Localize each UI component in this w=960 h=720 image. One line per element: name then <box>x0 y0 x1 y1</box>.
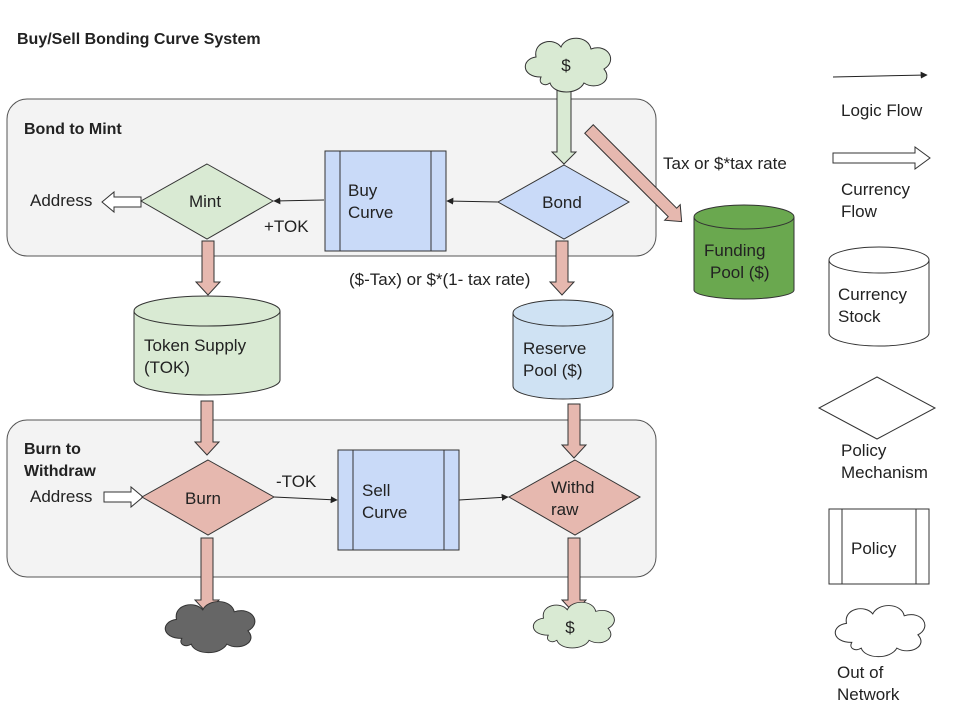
bond-policy-mechanism <box>496 164 631 240</box>
funding-pool-stock <box>693 204 795 300</box>
legend-logic-flow-arrow <box>832 71 928 79</box>
sell-curve-label: Sell Curve <box>362 481 407 522</box>
minus-tok-label: -TOK <box>276 472 317 491</box>
dollar-source-label: $ <box>561 56 571 75</box>
legend-policy-mechanism-label: Policy Mechanism <box>841 441 928 482</box>
burned-out-cloud <box>164 601 256 654</box>
currency-flow-arrow-address-to-burn <box>103 485 144 509</box>
plus-tok-label: +TOK <box>264 217 309 236</box>
burn-to-withdraw-label: Burn to Withdraw <box>24 441 96 480</box>
address-bottom-label: Address <box>30 487 92 506</box>
mint-label: Mint <box>189 192 221 211</box>
reserve-pool-stock <box>512 299 614 400</box>
logic-arrow-bond-to-buy-curve <box>446 197 499 205</box>
mint-policy-mechanism <box>139 163 275 240</box>
legend-out-of-network-label: Out of Network <box>837 663 900 704</box>
tax-label: Tax or $*tax rate <box>663 154 787 173</box>
legend-currency-stock-label: Currency Stock <box>838 285 912 326</box>
currency-flow-arrow-mint-to-address <box>101 190 142 214</box>
diagram-title: Buy/Sell Bonding Curve System <box>17 31 261 48</box>
address-top-label: Address <box>30 191 92 210</box>
bond-to-mint-label: Bond to Mint <box>24 121 122 138</box>
legend: Logic Flow Currency Flow Currency Stock … <box>817 71 937 704</box>
currency-flow-arrow-mint-to-supply <box>194 240 222 296</box>
buy-curve-label: Buy Curve <box>348 181 393 222</box>
reserve-pool-label: Reserve Pool ($) <box>523 339 591 380</box>
currency-flow-arrow-bond-to-reserve <box>548 240 576 296</box>
currency-flow-arrow-supply-to-burn <box>193 400 221 456</box>
legend-logic-flow-label: Logic Flow <box>841 101 923 120</box>
bond-label: Bond <box>542 193 582 212</box>
legend-policy-label: Policy <box>851 539 897 558</box>
dollar-out-label: $ <box>565 618 575 637</box>
currency-flow-arrow-reserve-to-withdraw <box>560 403 588 459</box>
token-supply-label: Token Supply (TOK) <box>144 336 251 377</box>
funding-pool-label: Funding Pool ($) <box>704 241 770 282</box>
token-supply-stock <box>133 295 281 396</box>
logic-arrow-burn-to-sell-curve <box>273 496 338 504</box>
withdraw-label: Withd raw <box>551 478 599 519</box>
burn-policy-mechanism <box>140 459 276 536</box>
legend-currency-flow-arrow <box>832 146 931 170</box>
dollar-source-cloud: $ <box>524 37 612 93</box>
currency-flow-arrow-tax <box>584 124 683 223</box>
buy-curve-policy <box>324 150 447 252</box>
logic-arrow-sell-curve-to-withdraw <box>458 493 509 501</box>
currency-flow-arrow-dollar-to-bond <box>550 83 578 165</box>
burn-label: Burn <box>185 489 221 508</box>
legend-out-of-network-cloud <box>834 605 926 658</box>
legend-policy-mechanism-diamond <box>817 376 937 440</box>
after-tax-label: ($-Tax) or $*(1- tax rate) <box>349 270 530 289</box>
legend-currency-flow-label: Currency Flow <box>841 180 915 221</box>
legend-policy-box <box>828 508 930 585</box>
sell-curve-policy <box>337 449 460 551</box>
withdraw-policy-mechanism <box>507 459 642 536</box>
legend-currency-stock-cylinder <box>828 246 930 347</box>
logic-arrow-buy-curve-to-mint <box>273 197 325 205</box>
